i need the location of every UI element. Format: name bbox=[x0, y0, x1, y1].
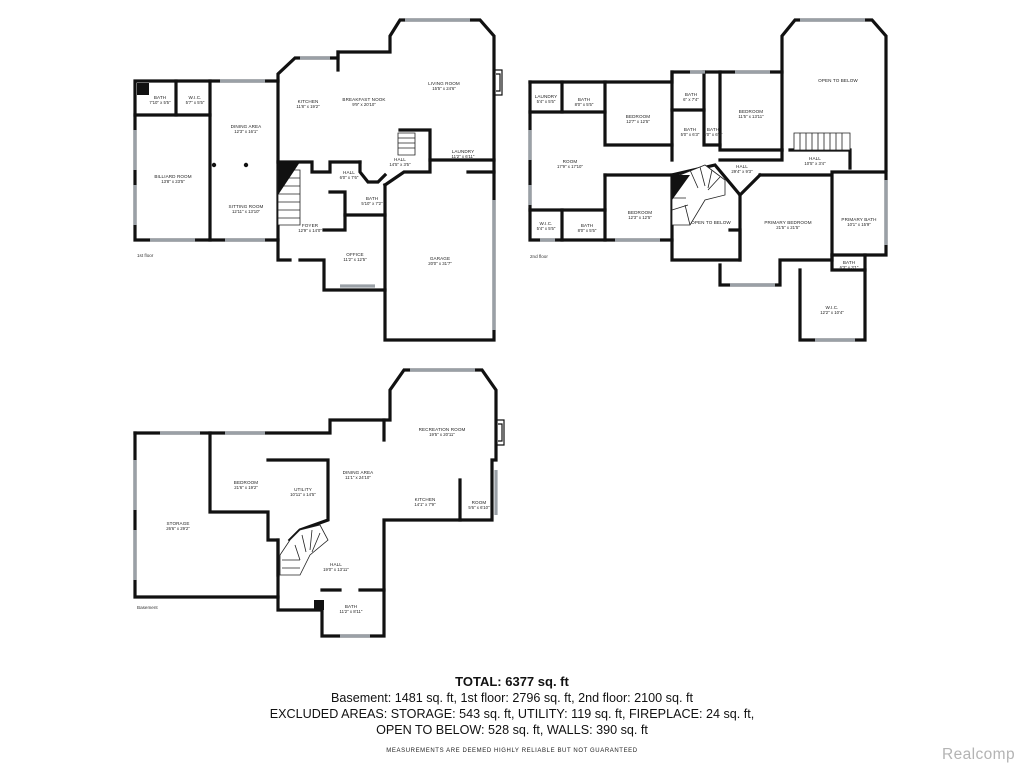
room-name: SITTING ROOM bbox=[229, 204, 264, 209]
room-dimensions: 6'3" x 3'1" bbox=[840, 265, 859, 270]
room-dimensions: 10'11" x 14'5" bbox=[290, 492, 316, 497]
room-dimensions: 19'0" x 13'11" bbox=[323, 567, 349, 572]
floor-plan-drawing: 1st floor BATH 7'10" x 5'5" W.I.C. 5'7" … bbox=[133, 18, 888, 638]
room-name: UTILITY bbox=[294, 487, 312, 492]
first-floor-plan: 1st floor BATH 7'10" x 5'5" W.I.C. 5'7" … bbox=[133, 18, 503, 342]
room-name: BATH bbox=[345, 604, 357, 609]
room-name: DINING AREA bbox=[231, 124, 263, 129]
room-name: ROOM bbox=[472, 500, 487, 505]
room-dimensions: 10'1" x 15'9" bbox=[847, 222, 871, 227]
room-name: BATH bbox=[684, 127, 696, 132]
room-dimensions: 29'4" x 9'3" bbox=[731, 169, 753, 174]
room-dimensions: 26'6" x 29'2" bbox=[166, 526, 190, 531]
room-name: BATH bbox=[154, 95, 166, 100]
room-dimensions: 12'3" x 12'5" bbox=[628, 215, 652, 220]
room-dimensions: 11'1" x 24'10" bbox=[345, 475, 371, 480]
room-dimensions: 13'8" x 23'5" bbox=[161, 179, 185, 184]
room-dimensions: 5'7" x 5'5" bbox=[186, 100, 205, 105]
room-dimensions: 11'5" x 13'11" bbox=[738, 114, 764, 119]
room-dimensions: 8'0" x 5'5" bbox=[578, 228, 597, 233]
excluded-areas-continued: OPEN TO BELOW: 528 sq. ft, WALLS: 390 sq… bbox=[376, 723, 648, 737]
room-name: W.I.C. bbox=[539, 221, 552, 226]
room-dimensions: 10'5" x 3'4" bbox=[804, 161, 826, 166]
room-dimensions: 14'5" x 3'5" bbox=[389, 162, 411, 167]
room-name: LAUNDRY bbox=[452, 149, 475, 154]
second-floor-plan: 2nd floor LAUNDRY 5'4" x 5'5" BATH 8'0" … bbox=[528, 18, 888, 342]
room-dimensions: 8'0" x 5'5" bbox=[575, 102, 594, 107]
room-name: HALL bbox=[809, 156, 821, 161]
room-dimensions: 11'8" x 19'2" bbox=[296, 104, 320, 109]
room-name: DINING AREA bbox=[343, 470, 375, 475]
measurement-disclaimer: MEASUREMENTS ARE DEEMED HIGHLY RELIABLE … bbox=[386, 748, 638, 754]
room-dimensions: 5'4" x 5'5" bbox=[537, 99, 556, 104]
room-name: BATH bbox=[707, 127, 719, 132]
room-name: HALL bbox=[394, 157, 406, 162]
room-dimensions: 6'0" x 7'6" bbox=[340, 175, 359, 180]
room-dimensions: 5'0" x 6'3" bbox=[681, 132, 700, 137]
room-dimensions: 17'9" x 17'10" bbox=[557, 164, 583, 169]
room-dimensions: 15'5" x 24'6" bbox=[432, 86, 456, 91]
room-dimensions: 12'2" x 10'4" bbox=[820, 310, 844, 315]
room-name: BATH bbox=[685, 92, 697, 97]
room-name: BATH bbox=[578, 97, 590, 102]
room-name: BILLIARD ROOM bbox=[154, 174, 191, 179]
room-name: HALL bbox=[330, 562, 342, 567]
room-dimensions: 21'5" x 21'5" bbox=[776, 225, 800, 230]
room-name: LAUNDRY bbox=[535, 94, 558, 99]
room-name: BEDROOM bbox=[234, 480, 259, 485]
room-dimensions: 5'10" x 7'2" bbox=[361, 201, 383, 206]
room-dimensions: 12'3" x 16'1" bbox=[234, 129, 258, 134]
room-dimensions: 9'9" x 20'10" bbox=[352, 102, 376, 107]
room-dimensions: 20'0" x 31'7" bbox=[428, 261, 452, 266]
first-floor-label: 1st floor bbox=[137, 253, 154, 258]
room-name: BATH bbox=[581, 223, 593, 228]
room-name: BREAKFAST NOOK bbox=[342, 97, 386, 102]
room-dimensions: 12'11" x 13'10" bbox=[232, 209, 261, 214]
room-name: KITCHEN bbox=[298, 99, 319, 104]
room-dimensions: 6'' x 7'4" bbox=[683, 97, 699, 102]
room-name: GARAGE bbox=[430, 256, 450, 261]
floor-areas: Basement: 1481 sq. ft, 1st floor: 2796 s… bbox=[331, 691, 693, 705]
room-dimensions: 5'0" x 6'3" bbox=[704, 132, 723, 137]
room-name: PRIMARY BEDROOM bbox=[764, 220, 811, 225]
room-name: BATH bbox=[366, 196, 378, 201]
room-name: STORAGE bbox=[166, 521, 189, 526]
room-name: OFFICE bbox=[346, 252, 363, 257]
room-name: FOYER bbox=[302, 223, 319, 228]
room-name: OPEN TO BELOW bbox=[691, 220, 731, 225]
room-dimensions: 12'7" x 12'5" bbox=[626, 119, 650, 124]
room-dimensions: 12'9" x 14'0" bbox=[298, 228, 322, 233]
room-dimensions: 19'5" x 20'11" bbox=[429, 432, 455, 437]
total-area: TOTAL: 6377 sq. ft bbox=[455, 674, 569, 689]
room-name: ROOM bbox=[563, 159, 578, 164]
room-name: RECREATION ROOM bbox=[419, 427, 466, 432]
room-name: KITCHEN bbox=[415, 497, 436, 502]
room-dimensions: 11'2" x 6'11" bbox=[452, 154, 475, 159]
basement-plan: Basement RECREATION ROOM 19'5" x 20'11" … bbox=[133, 368, 505, 638]
room-dimensions: 11'2" x 12'5" bbox=[343, 257, 367, 262]
room-dimensions: 21'6" x 19'2" bbox=[234, 485, 258, 490]
basement-label: Basement bbox=[137, 605, 158, 610]
realcomp-watermark: Realcomp bbox=[942, 746, 1015, 763]
room-name: LIVING ROOM bbox=[428, 81, 460, 86]
room-name: HALL bbox=[343, 170, 355, 175]
room-name: OPEN TO BELOW bbox=[818, 78, 858, 83]
room-name: BATH bbox=[843, 260, 855, 265]
room-name: PRIMARY BATH bbox=[841, 217, 876, 222]
room-name: BEDROOM bbox=[739, 109, 764, 114]
room-dimensions: 7'10" x 5'5" bbox=[149, 100, 171, 105]
room-name: W.I.C. bbox=[825, 305, 838, 310]
room-name: BEDROOM bbox=[628, 210, 653, 215]
excluded-areas: EXCLUDED AREAS: STORAGE: 543 sq. ft, UTI… bbox=[269, 707, 755, 721]
room-name: BEDROOM bbox=[626, 114, 651, 119]
room-dimensions: 14'1" x 7'9" bbox=[414, 502, 436, 507]
room-dimensions: 5'6" x 6'10" bbox=[468, 505, 490, 510]
room-dimensions: 5'4" x 5'5" bbox=[537, 226, 556, 231]
second-floor-label: 2nd floor bbox=[530, 254, 548, 259]
room-name: W.I.C. bbox=[188, 95, 201, 100]
room-name: HALL bbox=[736, 164, 748, 169]
room-dimensions: 11'2" x 8'11" bbox=[340, 609, 363, 614]
area-summary: TOTAL: 6377 sq. ft Basement: 1481 sq. ft… bbox=[0, 674, 1024, 754]
